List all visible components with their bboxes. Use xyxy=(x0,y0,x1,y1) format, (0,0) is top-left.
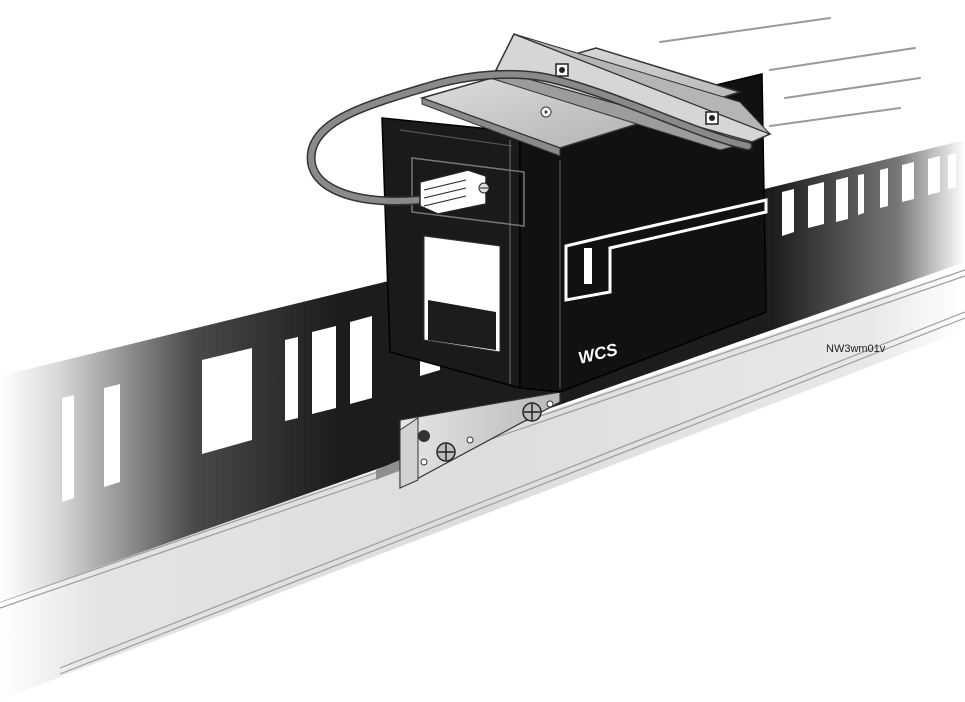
rail-base xyxy=(0,268,965,700)
bracket-hole xyxy=(466,436,474,444)
sensor-housing: WCS xyxy=(381,73,768,393)
screw-icon xyxy=(522,402,542,422)
clamp-icon xyxy=(705,111,719,125)
sensor-slot xyxy=(564,198,768,302)
bracket-hole xyxy=(546,400,554,408)
drawing-id-label: NW3wm01v xyxy=(826,343,886,355)
clamp-icon xyxy=(555,63,569,77)
motion-lines xyxy=(659,17,921,127)
bracket-hole xyxy=(418,430,430,442)
cable-connector xyxy=(419,169,490,215)
connector-screw-icon xyxy=(478,182,490,194)
screw-icon xyxy=(436,442,456,462)
bracket-hole xyxy=(420,458,428,466)
mounting-bracket xyxy=(376,391,561,490)
